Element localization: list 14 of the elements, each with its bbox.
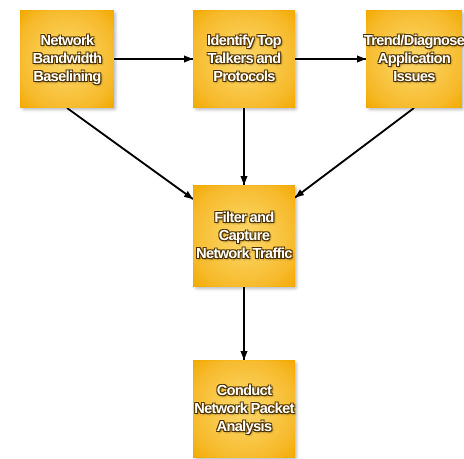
box-label: Conduct Network Packet Analysis	[193, 382, 295, 436]
arrow	[240, 108, 248, 185]
box-label: Identify Top Talkers and Protocols	[206, 32, 282, 86]
arrow	[240, 287, 248, 360]
arrow	[114, 55, 193, 63]
process-box	[193, 10, 295, 108]
arrow	[295, 55, 366, 63]
box-label: Network Bandwidth Baselining	[32, 32, 102, 86]
arrow	[66, 107, 194, 200]
process-box	[193, 185, 295, 287]
box-label: Filter and Capture Network Traffic	[195, 208, 293, 264]
process-box	[193, 360, 295, 458]
process-box	[20, 10, 114, 108]
arrow	[294, 107, 415, 198]
